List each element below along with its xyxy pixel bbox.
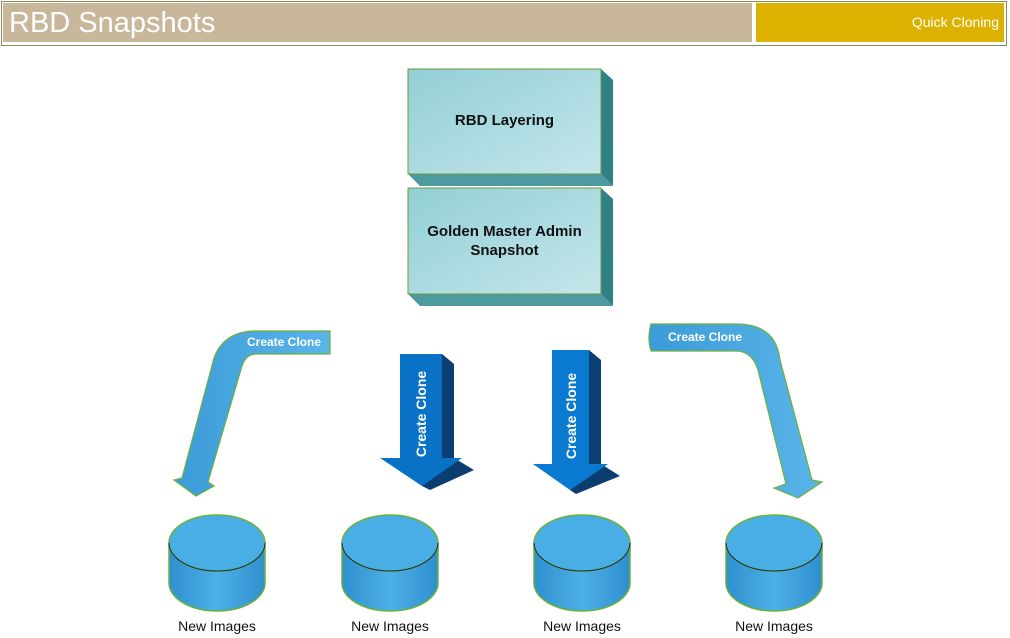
title-bar: RBD Snapshots	[3, 3, 752, 42]
database-cylinder-2	[341, 514, 439, 612]
database-cylinder-4	[725, 514, 823, 612]
right-arrow-label: Create Clone	[668, 330, 742, 344]
database-label-1: New Images	[178, 618, 256, 634]
mid-left-down-arrow	[380, 354, 474, 490]
rbd-layering-label: RBD Layering	[454, 112, 555, 129]
page-title: RBD Snapshots	[9, 7, 216, 39]
section-label: Quick Cloning	[911, 14, 999, 30]
right-curved-arrow	[648, 323, 824, 499]
database-cylinder-1	[168, 514, 266, 612]
database-label-4: New Images	[735, 618, 813, 634]
golden-master-label-line2: Snapshot	[470, 242, 539, 259]
golden-master-label: Golden Master Admin Snapshot	[408, 222, 601, 260]
mid-right-arrow-label: Create Clone	[563, 373, 579, 460]
database-label-3: New Images	[543, 618, 621, 634]
golden-master-box	[407, 187, 613, 306]
golden-master-label-line1: Golden Master Admin	[427, 223, 582, 240]
database-label-2: New Images	[351, 618, 429, 634]
rbd-layering-box	[407, 68, 613, 186]
mid-right-down-arrow	[533, 350, 620, 494]
left-curved-arrow	[172, 330, 331, 497]
left-arrow-label: Create Clone	[247, 335, 321, 349]
section-bar: Quick Cloning	[756, 3, 1004, 42]
database-cylinder-3	[533, 514, 631, 612]
mid-left-arrow-label: Create Clone	[413, 371, 429, 458]
